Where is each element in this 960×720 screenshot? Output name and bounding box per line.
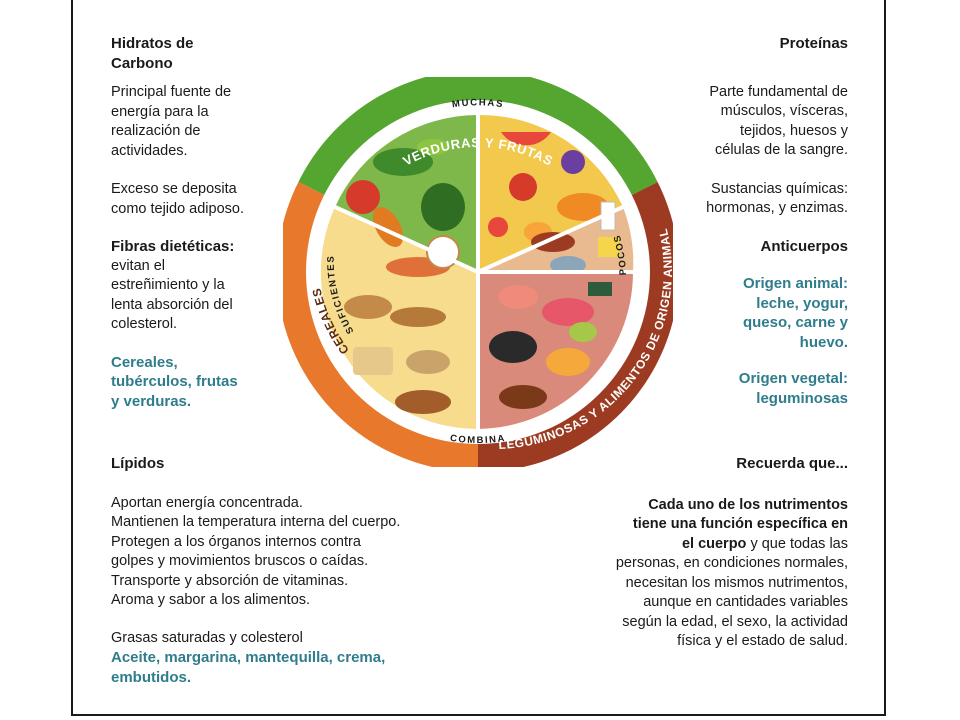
plate-dividers — [334, 115, 633, 429]
carbs-section: Hidratos de Carbono Principal fuente de … — [111, 34, 281, 411]
proteins-title: Proteínas — [779, 35, 848, 52]
label-combina: COMBINA — [449, 433, 506, 446]
remember-text: y que todas las — [746, 535, 848, 552]
lipids-desc-line: Aportan energía concentrada. — [111, 494, 303, 511]
carbs-sources-line: y verduras. — [111, 392, 192, 410]
lipids-sources-line: Aceite, margarina, mantequilla, crema, — [111, 649, 386, 666]
vegetal-origin-line: leguminosas — [756, 389, 848, 407]
proteins-chem-line: Sustancias químicas: — [710, 180, 848, 197]
label-muchas: MUCHAS — [451, 97, 504, 110]
cereals-illustration — [344, 235, 460, 414]
vegetables-illustration — [346, 139, 465, 247]
remember-title: Recuerda que... — [736, 455, 848, 472]
fiber-desc-line: estreñimiento y la — [111, 277, 225, 293]
carbs-sources-line: tubérculos, frutas — [111, 373, 238, 390]
proteins-chem-line: hormonas, y enzimas. — [706, 200, 848, 216]
antibodies-title: Anticuerpos — [760, 237, 848, 255]
fruits-illustration — [488, 132, 609, 242]
proteins-section: Proteínas Parte fundamental de músculos,… — [672, 34, 848, 408]
animal-origin-line: leche, yogur, — [756, 294, 848, 312]
vegetal-origin-line: Origen vegetal: — [738, 370, 848, 387]
carbs-desc-line: Principal fuente de — [111, 84, 232, 100]
animal-foods-illustration — [531, 201, 620, 296]
lipids-desc-line: Aroma y sabor a los alimentos. — [111, 592, 311, 608]
lipids-desc-line: Transporte y absorción de vitaminas. — [111, 572, 349, 589]
legumes-illustration — [489, 285, 597, 409]
remember-bold-line: el cuerpo — [681, 535, 747, 552]
remember-mixed-line: el cuerpo y que todas las — [580, 535, 848, 555]
proteins-desc-line: células de la sangre. — [715, 142, 848, 158]
lipids-section: Lípidos Aportan energía concentrada. Man… — [111, 454, 471, 687]
carbs-excess-line: como tejido adiposo. — [111, 200, 244, 217]
remember-line: aunque en cantidades variables — [643, 594, 848, 610]
carbs-desc-line: realización de — [111, 123, 201, 139]
carbs-desc-line: actividades. — [111, 142, 188, 159]
remember-line: personas, en condiciones normales, — [615, 555, 848, 571]
remember-bold-line: tiene una función específica en — [632, 516, 848, 532]
carbs-title-2: Carbono — [111, 54, 173, 72]
remember-line: según la edad, el sexo, la actividad — [622, 613, 848, 630]
fiber-desc-line: lenta absorción del — [111, 296, 233, 313]
remember-line: necesitan los mismos nutrimentos, — [625, 574, 848, 591]
animal-origin-line: huevo. — [799, 333, 848, 351]
remember-line: física y el estado de salud. — [677, 633, 848, 649]
remember-bold-line: Cada uno de los nutrimentos — [648, 496, 848, 513]
quadrant-fruits — [478, 114, 623, 272]
animal-origin-line: Origen animal: — [742, 275, 848, 292]
lipids-sources-line: embutidos. — [111, 668, 192, 686]
animal-origin-line: queso, carne y — [742, 314, 848, 331]
lipids-title: Lípidos — [111, 455, 165, 472]
fiber-desc-line: colesterol. — [111, 316, 178, 332]
lipids-desc-line: golpes y movimientos bruscos o caídas. — [111, 553, 369, 569]
lipids-desc-line: Protegen a los órganos internos contra — [111, 533, 361, 550]
proteins-desc-line: músculos, vísceras, — [720, 103, 848, 119]
plate-diagram: VERDURAS Y FRUTAS CEREALES LEGUMINOSAS Y… — [283, 77, 673, 467]
quadrant-vegetables — [335, 114, 478, 272]
lipids-desc-line: Mantienen la temperatura interna del cue… — [111, 514, 401, 530]
carbs-sources-line: Cereales, — [111, 353, 178, 371]
fiber-desc-line: evitan el — [111, 257, 166, 274]
proteins-desc-line: Parte fundamental de — [709, 83, 848, 100]
proteins-desc-line: tejidos, huesos y — [739, 122, 848, 139]
remember-section: Recuerda que... Cada uno de los nutrimen… — [580, 454, 848, 652]
lipids-fats: Grasas saturadas y colesterol — [111, 629, 303, 646]
fiber-title: Fibras dietéticas: — [111, 238, 235, 255]
carbs-desc-line: energía para la — [111, 103, 209, 120]
carbs-excess-line: Exceso se deposita — [111, 181, 237, 197]
carbs-title-1: Hidratos de — [111, 35, 194, 52]
